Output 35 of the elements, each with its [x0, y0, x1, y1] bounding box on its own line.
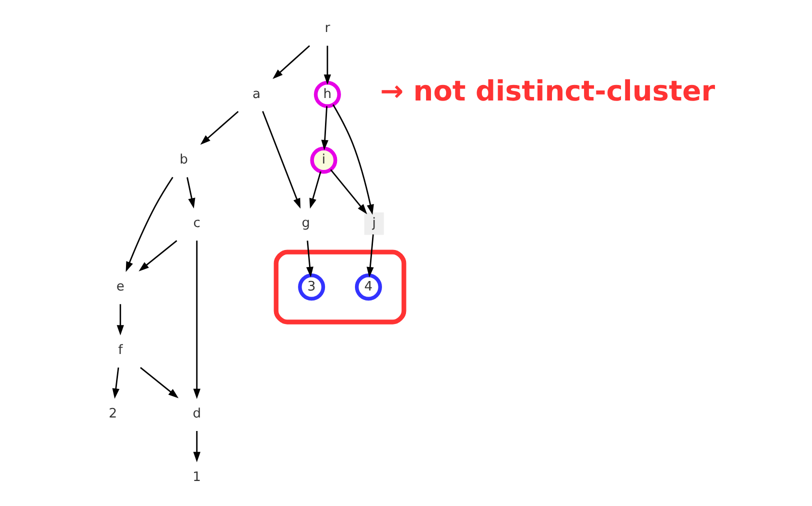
arrow [306, 240, 314, 278]
arrow [332, 104, 374, 215]
node-text: a [252, 86, 261, 102]
arrow [126, 176, 174, 272]
node-text: c [193, 216, 200, 232]
node-text: d [192, 406, 201, 422]
arrow [138, 240, 178, 272]
arrow [140, 367, 179, 398]
arrow [330, 169, 368, 214]
arrow [324, 46, 332, 85]
arrow [200, 110, 239, 145]
arrow [193, 240, 200, 400]
arrow [366, 234, 374, 278]
cluster [274, 250, 406, 324]
arrow [262, 111, 300, 209]
node-circle: i [310, 146, 338, 174]
arrow [112, 367, 120, 399]
arrow [193, 431, 200, 462]
node-text: r [324, 21, 330, 36]
arrow [186, 177, 196, 208]
node-text: g [302, 216, 310, 232]
node-circle: 4 [354, 274, 382, 301]
node-text: e [116, 279, 124, 294]
node-box: j [364, 212, 384, 235]
node-text: b [180, 152, 188, 168]
arrow [116, 304, 124, 336]
node-text: 1 [192, 470, 202, 485]
arrow [272, 45, 310, 80]
node-circle: h [314, 80, 341, 108]
arrow [309, 171, 322, 209]
node-circle: 3 [298, 274, 326, 301]
arrow [321, 106, 328, 150]
node-text: 2 [108, 406, 118, 422]
label: → not distinct-cluster [380, 74, 716, 108]
node-text: f [118, 342, 123, 358]
